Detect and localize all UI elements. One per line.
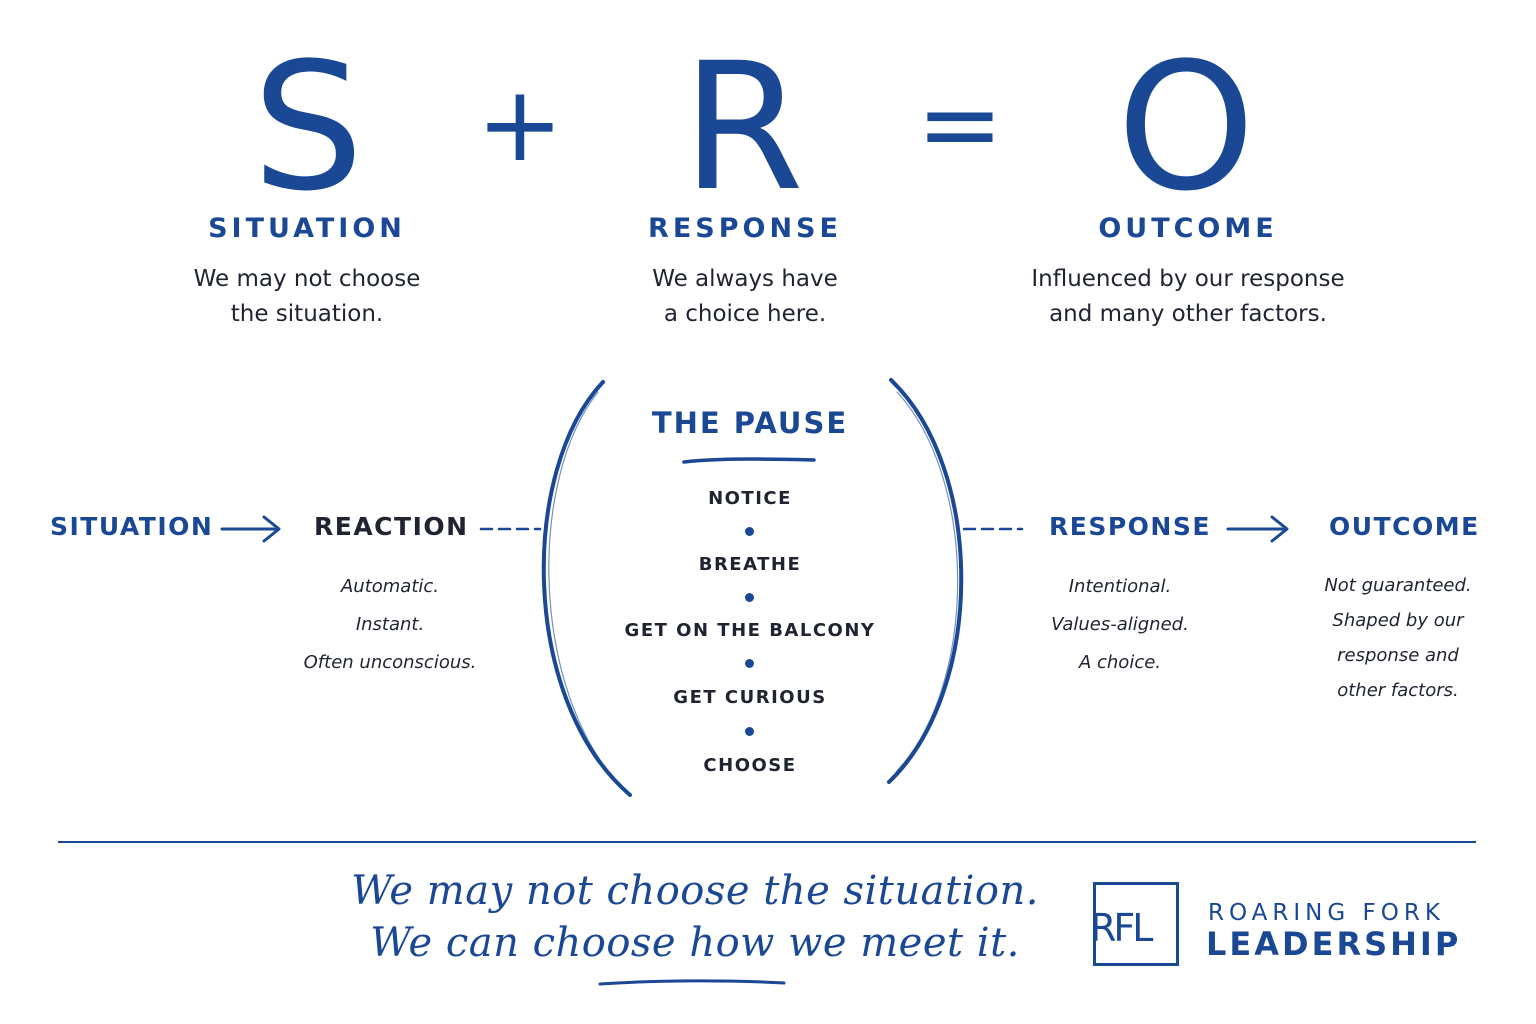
response-line: Intentional. [1068,576,1172,597]
outcome-line: response and [1337,645,1459,666]
response-flow-description: Intentional. Values-aligned. A choice. [1010,568,1230,682]
outcome-heading: OUTCOME [1098,213,1278,244]
pause-step-curious: GET CURIOUS [673,687,827,708]
response-description-line: We always have [652,266,838,292]
equation-letter-s: S [252,25,364,230]
logo-icon [1093,882,1179,966]
outcome-flow-description: Not guaranteed. Shaped by our response a… [1288,568,1508,708]
reaction-line: Often unconscious. [303,652,477,673]
reaction-line: Instant. [355,614,425,635]
left-bracket [541,380,632,797]
quote-underline [598,979,786,986]
reaction-line: Automatic. [340,576,440,597]
brand-name-line-1: ROARING FORK [1208,900,1445,926]
quote-line-2: We can choose how we meet it. [370,920,1020,966]
bullet-dot-icon [745,593,754,602]
equation-letter-r: R [681,25,805,230]
response-description: We always have a choice here. [535,262,955,332]
response-line: Values-aligned. [1051,614,1189,635]
response-heading: RESPONSE [648,213,842,244]
situation-description-line: the situation. [230,301,384,327]
situation-heading: SITUATION [208,213,406,244]
right-arrow-icon [1226,515,1289,543]
equation-letter-o: O [1116,25,1256,230]
equals-sign: = [916,63,1004,185]
outcome-line: Not guaranteed. [1324,575,1472,596]
pause-underline [682,457,816,464]
footer-divider [58,841,1476,843]
outcome-line: Shaped by our [1332,610,1464,631]
bullet-dot-icon [745,727,754,736]
situation-description: We may not choose the situation. [97,262,517,332]
outcome-line: other factors. [1337,680,1459,701]
response-description-line: a choice here. [663,301,827,327]
logo-monogram: RFL [1090,906,1153,950]
flow-reaction-label: REACTION [314,512,469,541]
pause-step-notice: NOTICE [708,488,792,509]
outcome-description-line: and many other factors. [1049,301,1327,327]
flow-response-label: RESPONSE [1049,512,1211,541]
bullet-dot-icon [745,659,754,668]
quote-line-1: We may not choose the situation. [351,868,1039,914]
plus-sign: + [476,63,564,185]
pause-step-breathe: BREATHE [698,554,802,575]
pause-step-balcony: GET ON THE BALCONY [624,620,876,641]
reaction-description: Automatic. Instant. Often unconscious. [280,568,500,682]
flow-outcome-label: OUTCOME [1329,512,1480,541]
pause-step-choose: CHOOSE [703,755,797,776]
right-arrow-icon [220,515,281,543]
brand-name-line-2: LEADERSHIP [1206,925,1462,963]
situation-description-line: We may not choose [193,266,421,292]
response-line: A choice. [1078,652,1162,673]
right-bracket [887,378,964,784]
outcome-description: Influenced by our response and many othe… [978,262,1398,332]
pause-title: THE PAUSE [651,406,849,440]
outcome-description-line: Influenced by our response [1031,266,1345,292]
bullet-dot-icon [745,527,754,536]
flow-situation-label: SITUATION [50,512,214,541]
